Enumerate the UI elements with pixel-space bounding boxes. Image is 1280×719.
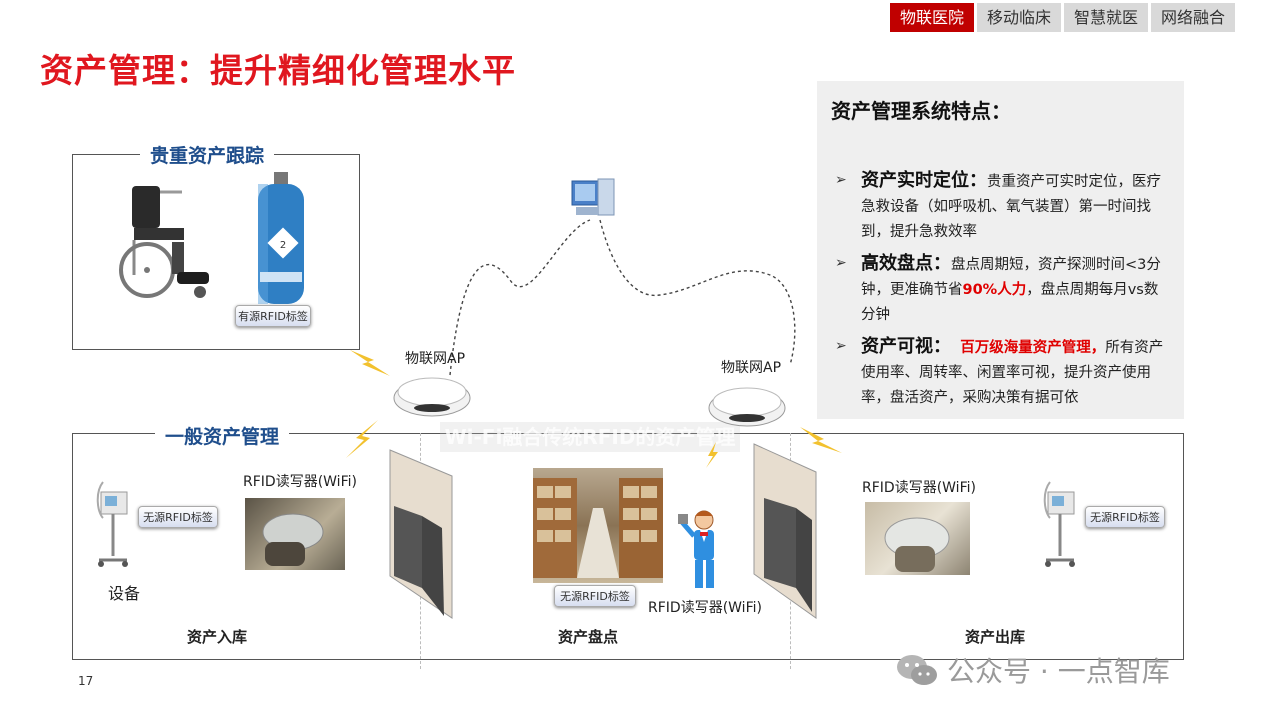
network-links xyxy=(449,219,796,376)
reader-right-label: RFID读写器(WiFi) xyxy=(862,480,976,496)
door-gate-icon xyxy=(753,443,817,619)
valuable-asset-title: 贵重资产跟踪 xyxy=(140,141,275,168)
passive-rfid-tag-center: 无源RFID标签 xyxy=(554,585,636,607)
stage-count-label: 资产盘点 xyxy=(558,628,619,646)
watermark: 公众号 · 一点智库 xyxy=(895,650,1170,690)
passive-rfid-tag-left: 无源RFID标签 xyxy=(138,506,218,528)
feature-text-post: 所有资产使用率、周转率、闲置率可视，提升资产使用率，盘活资产，采购决策有据可依 xyxy=(861,340,1164,406)
feature-highlight: 90%人力 xyxy=(962,282,1027,298)
tab-network-fusion[interactable]: 网络融合 xyxy=(1151,3,1236,32)
computer-icon xyxy=(571,178,615,216)
signal-bolt-icon xyxy=(706,442,718,468)
warehouse-photo xyxy=(533,468,663,583)
signal-bolt-icon xyxy=(346,420,378,458)
worker-icon xyxy=(678,510,714,588)
tab-smart-care[interactable]: 智慧就医 xyxy=(1064,3,1149,32)
watermark-text: 公众号 · 一点智库 xyxy=(947,655,1170,688)
active-rfid-tag: 有源RFID标签 xyxy=(235,305,311,327)
reader-center-label: RFID读写器(WiFi) xyxy=(648,600,762,616)
reader-left-label: RFID读写器(WiFi) xyxy=(243,474,357,490)
feature-text: 贵重资产可实时定位，医疗急救设备（如呼吸机、氧气装置）第一时间找到，提升急救效率 xyxy=(861,174,1161,240)
top-nav-tabs: 物联医院 移动临床 智慧就医 网络融合 xyxy=(890,3,1236,32)
medical-device-icon xyxy=(1043,481,1075,567)
passive-rfid-tag-right: 无源RFID标签 xyxy=(1085,506,1165,528)
features-panel: 资产管理系统特点： ➢ 资产实时定位：贵重资产可实时定位，医疗急救设备（如呼吸机… xyxy=(817,81,1184,419)
ap-left-label: 物联网AP xyxy=(405,351,466,367)
feature-name: 资产实时定位： xyxy=(861,170,987,191)
stage-out-label: 资产出库 xyxy=(965,628,1026,646)
tab-mobile-clinical[interactable]: 移动临床 xyxy=(977,3,1062,32)
signal-bolt-icon xyxy=(800,427,842,453)
stage-in-label: 资产入库 xyxy=(187,628,248,646)
feature-text: 盘点周期短，资产探测时间<3分钟，更准确节省 xyxy=(861,257,1161,298)
device-label: 设备 xyxy=(108,584,141,603)
feature-text-post: ，盘点周期每月vs数分钟 xyxy=(861,282,1159,323)
overlay-caption: Wi-Fi融合传统RFID的资产管理 xyxy=(440,422,740,452)
features-list: ➢ 资产实时定位：贵重资产可实时定位，医疗急救设备（如呼吸机、氧气装置）第一时间… xyxy=(831,168,1168,411)
feature-item: ➢ 资产实时定位：贵重资产可实时定位，医疗急救设备（如呼吸机、氧气装置）第一时间… xyxy=(831,168,1168,245)
tab-iot-hospital[interactable]: 物联医院 xyxy=(890,3,975,32)
arrow-bullet-icon: ➢ xyxy=(835,338,847,354)
door-gate-icon xyxy=(389,449,453,619)
rfid-reader-photo xyxy=(245,498,345,570)
access-point-right-icon xyxy=(708,387,786,427)
medical-device-icon xyxy=(96,481,128,567)
svg-text:2: 2 xyxy=(280,240,286,251)
access-point-left-icon xyxy=(393,377,471,417)
feature-item: ➢ 资产可视： 百万级海量资产管理，所有资产使用率、周转率、闲置率可视，提升资产… xyxy=(831,334,1168,411)
rfid-reader-photo xyxy=(865,502,970,575)
feature-highlight: 百万级海量资产管理， xyxy=(960,340,1106,356)
oxygen-cylinder-icon: 2 xyxy=(258,172,304,304)
feature-item: ➢ 高效盘点：盘点周期短，资产探测时间<3分钟，更准确节省90%人力，盘点周期每… xyxy=(831,251,1168,328)
features-title: 资产管理系统特点： xyxy=(831,99,1011,123)
ap-right-label: 物联网AP xyxy=(721,360,782,376)
wheelchair-icon xyxy=(119,186,209,298)
signal-bolt-icon xyxy=(350,350,390,376)
general-asset-title: 一般资产管理 xyxy=(155,422,290,449)
feature-name: 高效盘点： xyxy=(861,253,951,274)
page-title: 资产管理：提升精细化管理水平 xyxy=(40,51,516,90)
wechat-icon xyxy=(897,655,937,685)
general-asset-box xyxy=(72,433,1184,660)
arrow-bullet-icon: ➢ xyxy=(835,255,847,271)
feature-name: 资产可视： xyxy=(861,336,951,357)
arrow-bullet-icon: ➢ xyxy=(835,172,847,188)
page-number: 17 xyxy=(78,674,94,688)
